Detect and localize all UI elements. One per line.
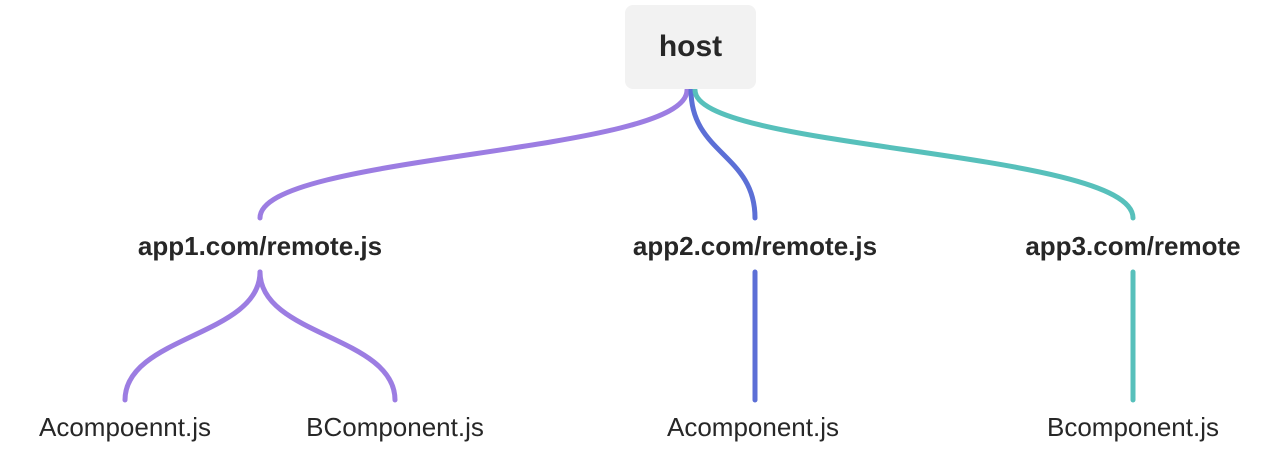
edge-app1-to-componentB xyxy=(257,269,398,403)
node-component-acompoennt[interactable]: Acompoennt.js xyxy=(39,412,211,442)
edge-app1-to-componentA xyxy=(122,269,263,403)
edge-host-to-app1 xyxy=(257,87,690,221)
node-app2-remote[interactable]: app2.com/remote.js xyxy=(632,231,878,261)
node-component-bcomponent-app3[interactable]: Bcomponent.js xyxy=(1047,412,1219,442)
node-component-bcomponent-app1[interactable]: BComponent.js xyxy=(306,412,484,442)
node-app1-remote[interactable]: app1.com/remote.js xyxy=(137,231,383,261)
node-component-acomponent-app2[interactable]: Acomponent.js xyxy=(667,412,839,442)
edge-host-to-app2 xyxy=(688,87,758,221)
edge-host-to-app3 xyxy=(692,87,1136,221)
node-app3-remote[interactable]: app3.com/remote xyxy=(1025,231,1241,261)
node-host[interactable]: host xyxy=(625,5,756,89)
node-host-label: host xyxy=(658,30,723,63)
